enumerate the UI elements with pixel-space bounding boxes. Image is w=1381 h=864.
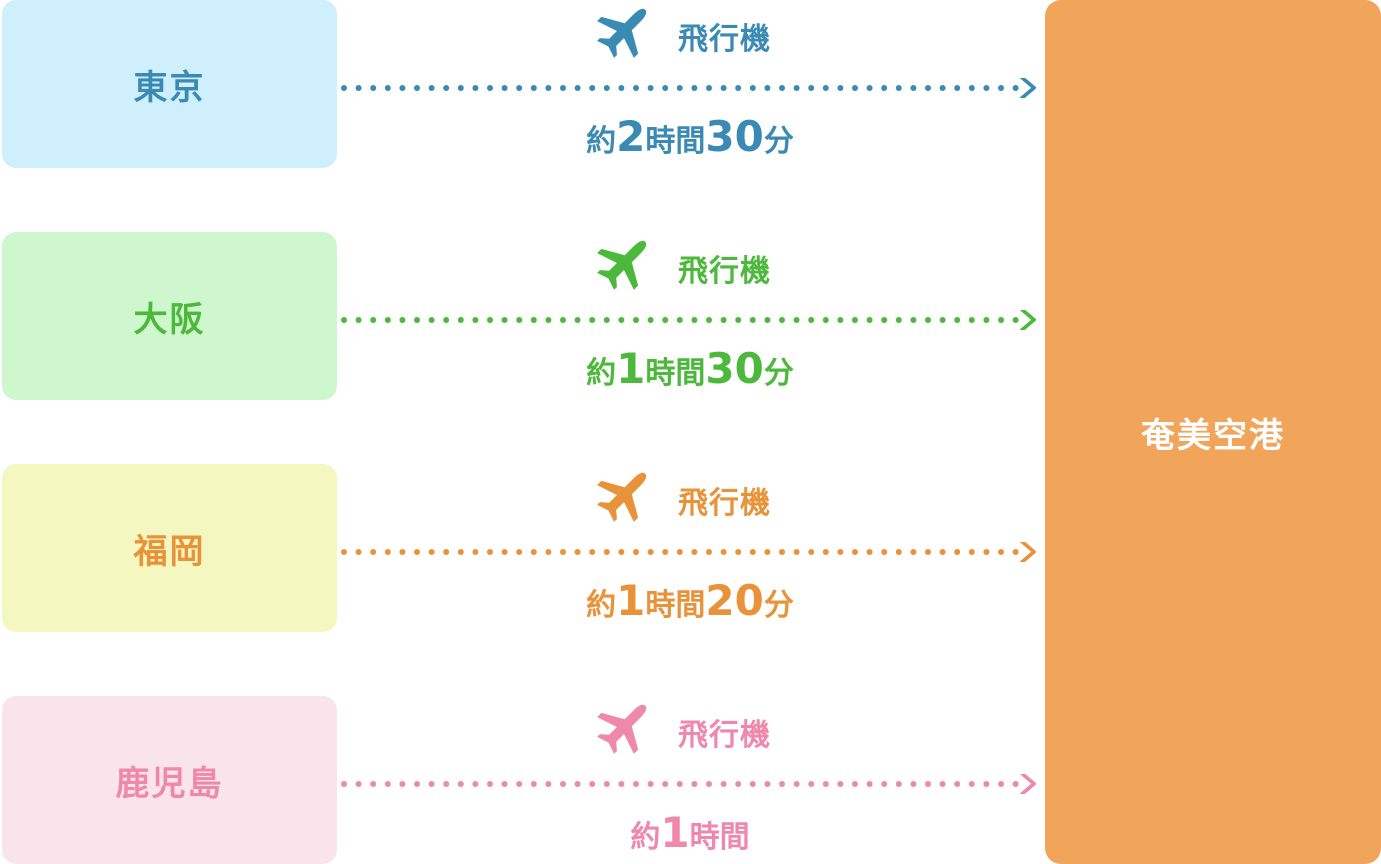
duration-minutes: 30: [705, 112, 764, 161]
duration-prefix: 約: [630, 820, 661, 855]
origin-city-box: 大阪: [2, 232, 337, 400]
origin-city-box: 鹿児島: [2, 696, 337, 864]
flight-duration: 約1時間20分: [440, 576, 940, 625]
city-label: 大阪: [133, 299, 206, 340]
duration-minutes-unit: 分: [763, 588, 794, 623]
dotted-arrow: [341, 542, 1036, 562]
airplane-icon: [597, 472, 647, 522]
duration-hours-unit: 時間: [689, 820, 750, 855]
transport-mode: 飛行機: [678, 22, 771, 57]
transport-mode: 飛行機: [678, 718, 771, 753]
dotted-arrow: [341, 78, 1036, 98]
duration-minutes: 30: [705, 344, 764, 393]
duration-hours: 1: [660, 808, 690, 857]
duration-minutes: 20: [705, 576, 764, 625]
origin-city-box: 福岡: [2, 464, 337, 632]
city-label: 鹿児島: [115, 763, 224, 804]
duration-hours-unit: 時間: [645, 588, 706, 623]
duration-hours-unit: 時間: [645, 356, 706, 391]
city-label: 福岡: [133, 531, 206, 572]
duration-minutes-unit: 分: [763, 124, 794, 159]
duration-prefix: 約: [586, 588, 617, 623]
transport-mode: 飛行機: [678, 486, 771, 521]
duration-minutes-unit: 分: [763, 356, 794, 391]
airplane-icon: [597, 8, 647, 58]
dotted-arrow: [341, 310, 1036, 330]
flight-duration: 約2時間30分: [440, 112, 940, 161]
duration-prefix: 約: [586, 356, 617, 391]
destination-label: 奄美空港: [1141, 415, 1285, 456]
flight-duration: 約1時間: [440, 808, 940, 857]
dotted-arrow: [341, 774, 1036, 794]
destination-amami-airport: 奄美空港: [1045, 0, 1381, 864]
duration-prefix: 約: [586, 124, 617, 159]
duration-hours: 2: [616, 112, 646, 161]
duration-hours: 1: [616, 576, 646, 625]
origin-city-box: 東京: [2, 0, 337, 168]
flight-duration: 約1時間30分: [440, 344, 940, 393]
duration-hours: 1: [616, 344, 646, 393]
transport-mode: 飛行機: [678, 254, 771, 289]
airplane-icon: [597, 240, 647, 290]
city-label: 東京: [133, 67, 206, 108]
duration-hours-unit: 時間: [645, 124, 706, 159]
airplane-icon: [597, 704, 647, 754]
